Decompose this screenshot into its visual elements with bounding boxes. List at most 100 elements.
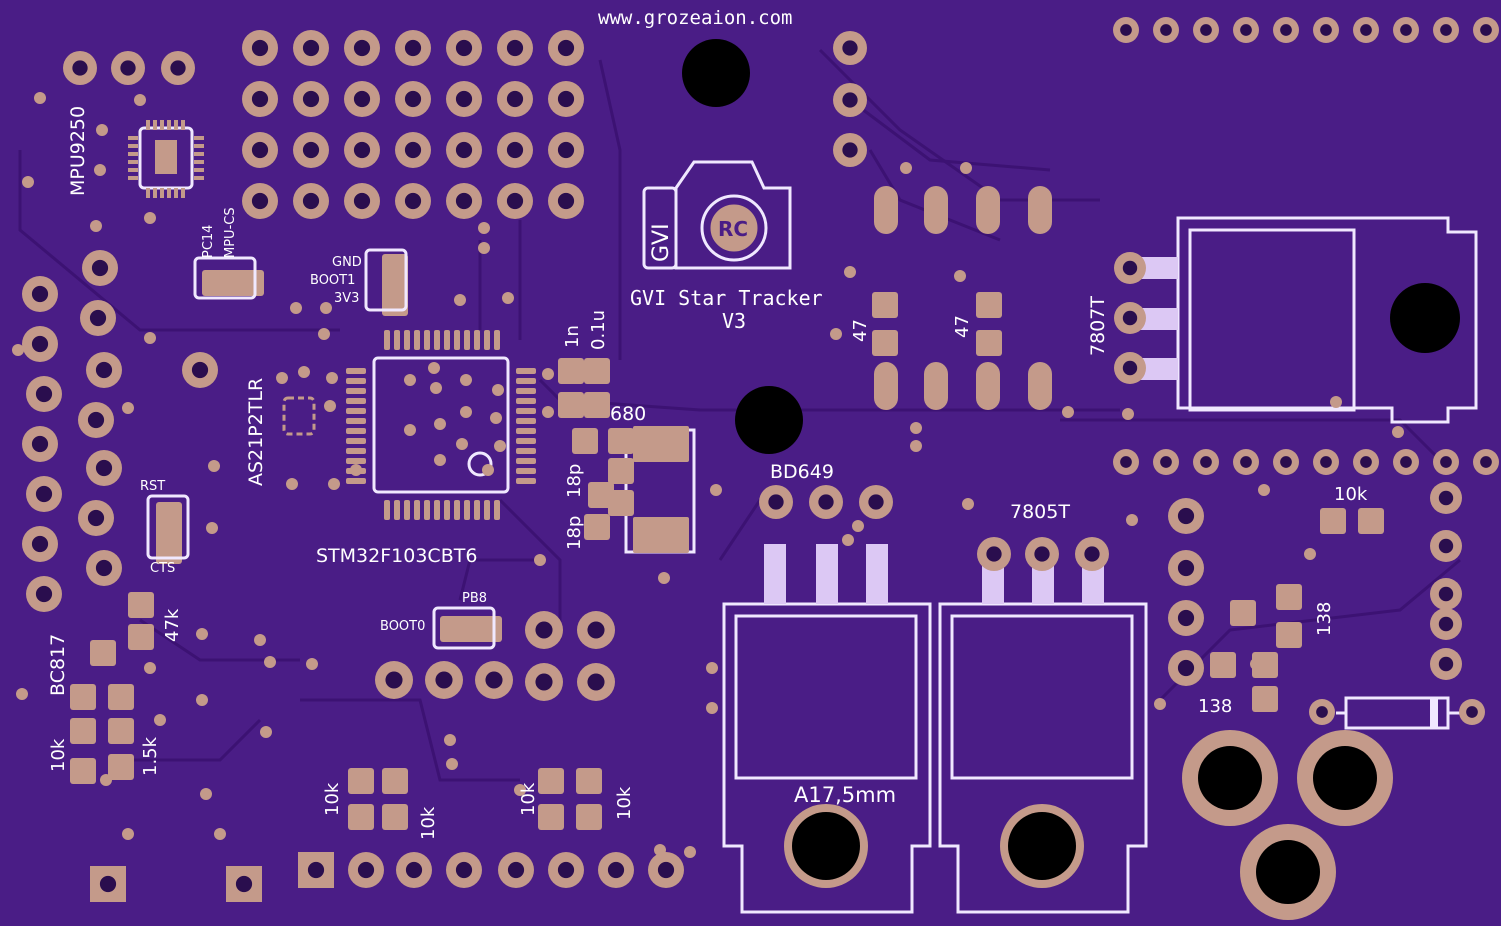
mcu-pin bbox=[346, 448, 366, 454]
mcu-pin bbox=[444, 330, 450, 350]
smd-pad bbox=[1252, 686, 1278, 712]
smd-pad bbox=[1276, 622, 1302, 648]
imu-label: MPU9250 bbox=[67, 106, 89, 196]
smd-pad bbox=[872, 330, 898, 356]
mcu-pin bbox=[346, 408, 366, 414]
mcu-pin bbox=[516, 468, 536, 474]
mcu-pin bbox=[384, 330, 390, 350]
via bbox=[502, 292, 514, 304]
imu-pin bbox=[194, 160, 204, 164]
matrix-pin-drill bbox=[251, 90, 269, 108]
via bbox=[1330, 396, 1342, 408]
oval-pad bbox=[924, 186, 948, 234]
right-edge-pin-drill bbox=[1438, 656, 1454, 672]
via bbox=[542, 368, 554, 380]
bd649-pin-drill bbox=[768, 494, 784, 510]
jumper-mpucs-label: MPU-CS bbox=[223, 207, 238, 258]
mount-hole-3 bbox=[1390, 283, 1460, 353]
mcu-pin bbox=[516, 388, 536, 394]
smd-pad bbox=[872, 292, 898, 318]
mcu-pin1-marker bbox=[467, 451, 493, 477]
fuse-label: A17,5mm bbox=[794, 783, 896, 807]
via bbox=[900, 162, 912, 174]
mcu-pin bbox=[346, 438, 366, 444]
smd-pad bbox=[558, 358, 584, 384]
mcu-label: STM32F103CBT6 bbox=[316, 545, 477, 567]
right-edge-pin-drill bbox=[1438, 490, 1454, 506]
smd-pad bbox=[476, 616, 502, 642]
via bbox=[328, 478, 340, 490]
mcu-pin bbox=[494, 330, 500, 350]
bottom-header-pin-drill bbox=[535, 621, 553, 639]
heatsink-outlines bbox=[722, 216, 1478, 914]
matrix-pin-drill bbox=[506, 90, 524, 108]
mcu-pin bbox=[516, 448, 536, 454]
via bbox=[852, 520, 864, 532]
smd-pad bbox=[1320, 508, 1346, 534]
mcu-pin bbox=[346, 368, 366, 374]
via-header-pin-drill bbox=[842, 142, 858, 158]
via bbox=[444, 734, 456, 746]
imu-pin bbox=[153, 188, 157, 198]
header-mid-pin-drill bbox=[1400, 456, 1412, 468]
matrix-pin-drill bbox=[302, 192, 320, 210]
left-connector-pin-b-drill bbox=[95, 559, 113, 577]
header-mid-pin-drill bbox=[1200, 456, 1212, 468]
imu-pin bbox=[194, 176, 204, 180]
bottom-square-pin-drill bbox=[307, 861, 325, 879]
left-connector-pin-b-drill bbox=[89, 309, 107, 327]
smd-pad bbox=[976, 330, 1002, 356]
header-top-pin-drill bbox=[1280, 24, 1292, 36]
via bbox=[206, 522, 218, 534]
via bbox=[1122, 408, 1134, 420]
via bbox=[1392, 426, 1404, 438]
matrix-pin-drill bbox=[353, 90, 371, 108]
switch-pin-2-drill bbox=[235, 875, 253, 893]
cap-18p-b-label: 18p bbox=[564, 516, 585, 550]
header-top-pin-drill bbox=[1320, 24, 1332, 36]
left-connector-pin-b-drill bbox=[95, 459, 113, 477]
mcu-pin bbox=[414, 330, 420, 350]
bottom-row-pin-drill bbox=[357, 861, 375, 879]
left-connector-pin-drill bbox=[31, 285, 49, 303]
via bbox=[96, 124, 108, 136]
imu-pin bbox=[167, 120, 171, 130]
mcu-pin bbox=[516, 428, 536, 434]
via bbox=[254, 634, 266, 646]
bottom-header-pin-drill bbox=[587, 673, 605, 691]
via bbox=[22, 176, 34, 188]
mcu-pin bbox=[394, 500, 400, 520]
smd-pad bbox=[608, 458, 634, 484]
mcu-pin bbox=[516, 418, 536, 424]
smd-pad bbox=[382, 768, 408, 794]
via bbox=[830, 328, 842, 340]
via bbox=[492, 384, 504, 396]
via bbox=[534, 554, 546, 566]
vias bbox=[12, 92, 1404, 858]
jumper-gnd-label: GND bbox=[332, 255, 362, 270]
usb-chip-label: AS21P2TLR bbox=[245, 378, 267, 486]
imu-pin bbox=[153, 120, 157, 130]
header-top-pin-drill bbox=[1440, 24, 1452, 36]
via bbox=[306, 658, 318, 670]
smd-pad bbox=[108, 684, 134, 710]
jumper-boot1-label: BOOT1 bbox=[310, 273, 355, 288]
via bbox=[482, 464, 494, 476]
usb-chip-footprint bbox=[282, 396, 316, 436]
left-connector-pin-drill bbox=[35, 385, 53, 403]
via bbox=[260, 726, 272, 738]
via bbox=[326, 372, 338, 384]
right-column-pin-drill bbox=[1177, 507, 1195, 525]
matrix-pin-drill bbox=[557, 90, 575, 108]
via bbox=[446, 758, 458, 770]
mcu-pin bbox=[516, 378, 536, 384]
bottom-row-pin-drill bbox=[657, 861, 675, 879]
matrix-pin-drill bbox=[353, 39, 371, 57]
crystal-side-pin-drill bbox=[191, 361, 209, 379]
smd-pad bbox=[584, 358, 610, 384]
header-mid-pin-drill bbox=[1120, 456, 1132, 468]
left-connector-pads bbox=[22, 51, 195, 612]
mcu-pin bbox=[346, 388, 366, 394]
mcu-pin bbox=[516, 458, 536, 464]
